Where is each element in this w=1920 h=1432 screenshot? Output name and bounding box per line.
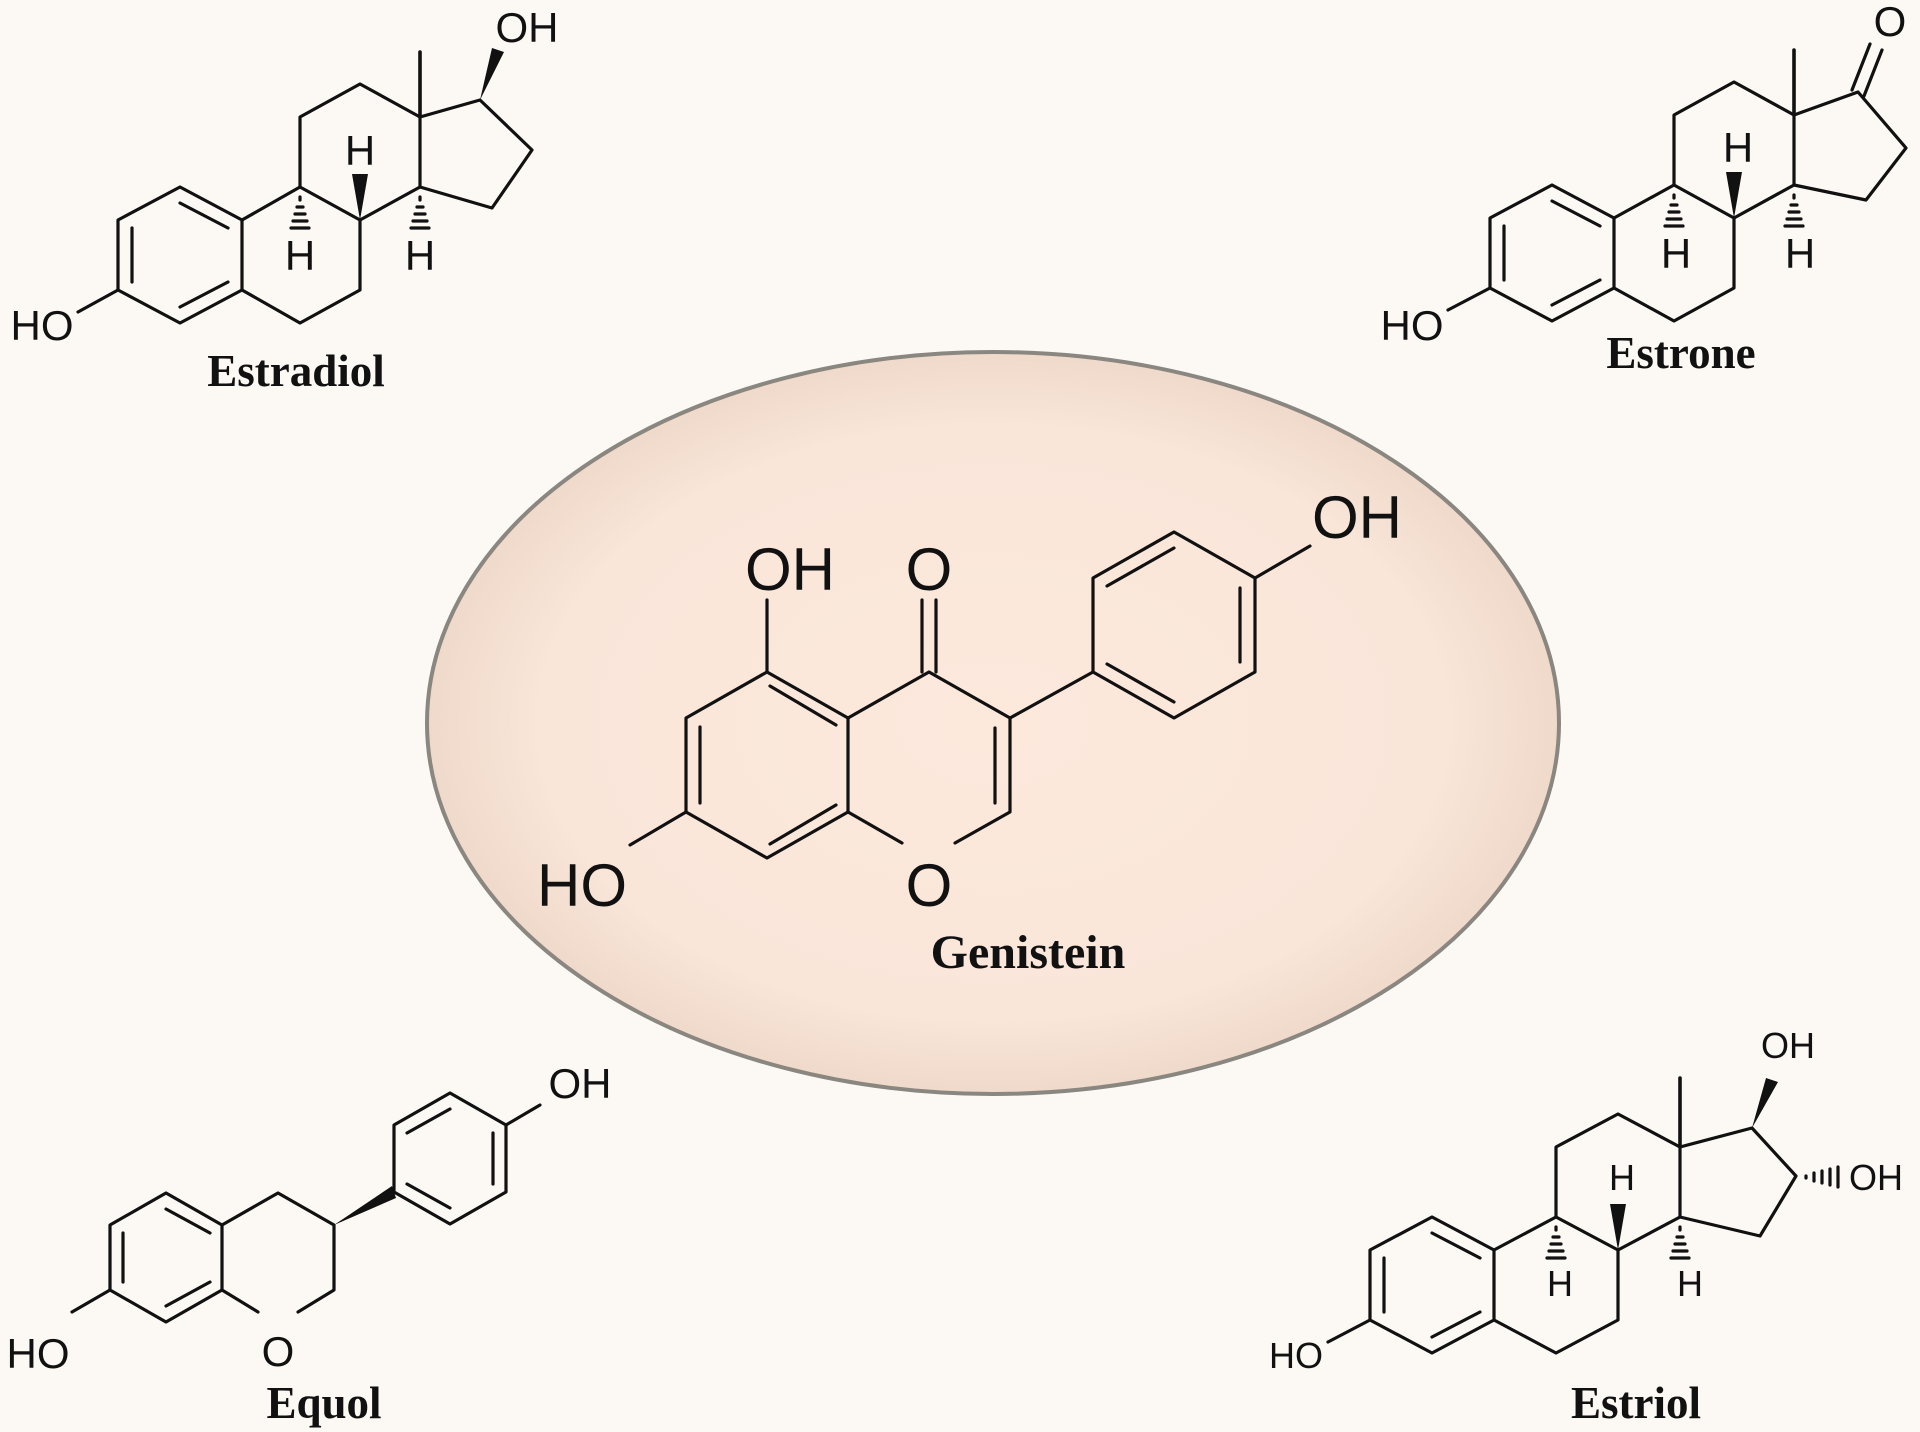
estriol-h-right: H xyxy=(1677,1263,1703,1304)
estrone-o-top: O xyxy=(1874,0,1907,45)
estradiol-oh-wedge xyxy=(480,48,504,100)
genistein-o-ring: O xyxy=(906,852,953,919)
estrone-structure: O HO H H H Estrone xyxy=(1381,0,1908,378)
estriol-h-left: H xyxy=(1547,1263,1573,1304)
estriol-ho-left: HO xyxy=(1269,1335,1323,1376)
equol-structure: OH HO O Equol xyxy=(7,1060,612,1428)
genistein-name: Genistein xyxy=(931,926,1126,979)
estradiol-ho-left: HO xyxy=(11,302,74,349)
genistein-oh-left: OH xyxy=(745,536,835,603)
genistein-highlight-ellipse xyxy=(425,350,1561,1096)
genistein-ho-left: HO xyxy=(537,852,627,919)
estradiol-a-ring xyxy=(116,185,244,325)
estriol-h-top: H xyxy=(1609,1157,1635,1198)
estriol-oh-top: OH xyxy=(1761,1025,1815,1066)
estrone-ho-left: HO xyxy=(1381,302,1444,349)
genistein-structure: OH O OH HO O Genistein xyxy=(425,350,1561,1096)
estrone-h-left: H xyxy=(1661,230,1691,277)
estrone-a-ring xyxy=(1488,183,1616,323)
estriol-oh-right: OH xyxy=(1849,1157,1903,1198)
estradiol-oh-top: OH xyxy=(496,4,559,51)
estradiol-name: Estradiol xyxy=(207,346,385,396)
estradiol-h-right: H xyxy=(405,232,435,279)
estradiol-structure: OH HO H H H Estradiol xyxy=(11,4,559,396)
equol-o-ring: O xyxy=(262,1328,295,1375)
estrone-h-top: H xyxy=(1723,124,1753,171)
estrone-name: Estrone xyxy=(1606,328,1755,378)
equol-ho-left: HO xyxy=(7,1330,70,1377)
equol-a-ring xyxy=(108,1191,224,1324)
estriol-structure: OH OH HO H H H Estriol xyxy=(1269,1025,1903,1428)
equol-name: Equol xyxy=(266,1378,381,1428)
estriol-oh-wedge xyxy=(1752,1078,1778,1128)
estriol-name: Estriol xyxy=(1571,1378,1701,1428)
estradiol-h-left: H xyxy=(285,232,315,279)
genistein-o-keto: O xyxy=(906,536,953,603)
equol-b-ring xyxy=(392,1091,508,1226)
equol-oh-top: OH xyxy=(549,1060,612,1107)
estradiol-h-top: H xyxy=(345,127,375,174)
estrone-h-right: H xyxy=(1785,230,1815,277)
genistein-oh-right: OH xyxy=(1312,484,1402,551)
estriol-a-ring xyxy=(1368,1215,1496,1355)
